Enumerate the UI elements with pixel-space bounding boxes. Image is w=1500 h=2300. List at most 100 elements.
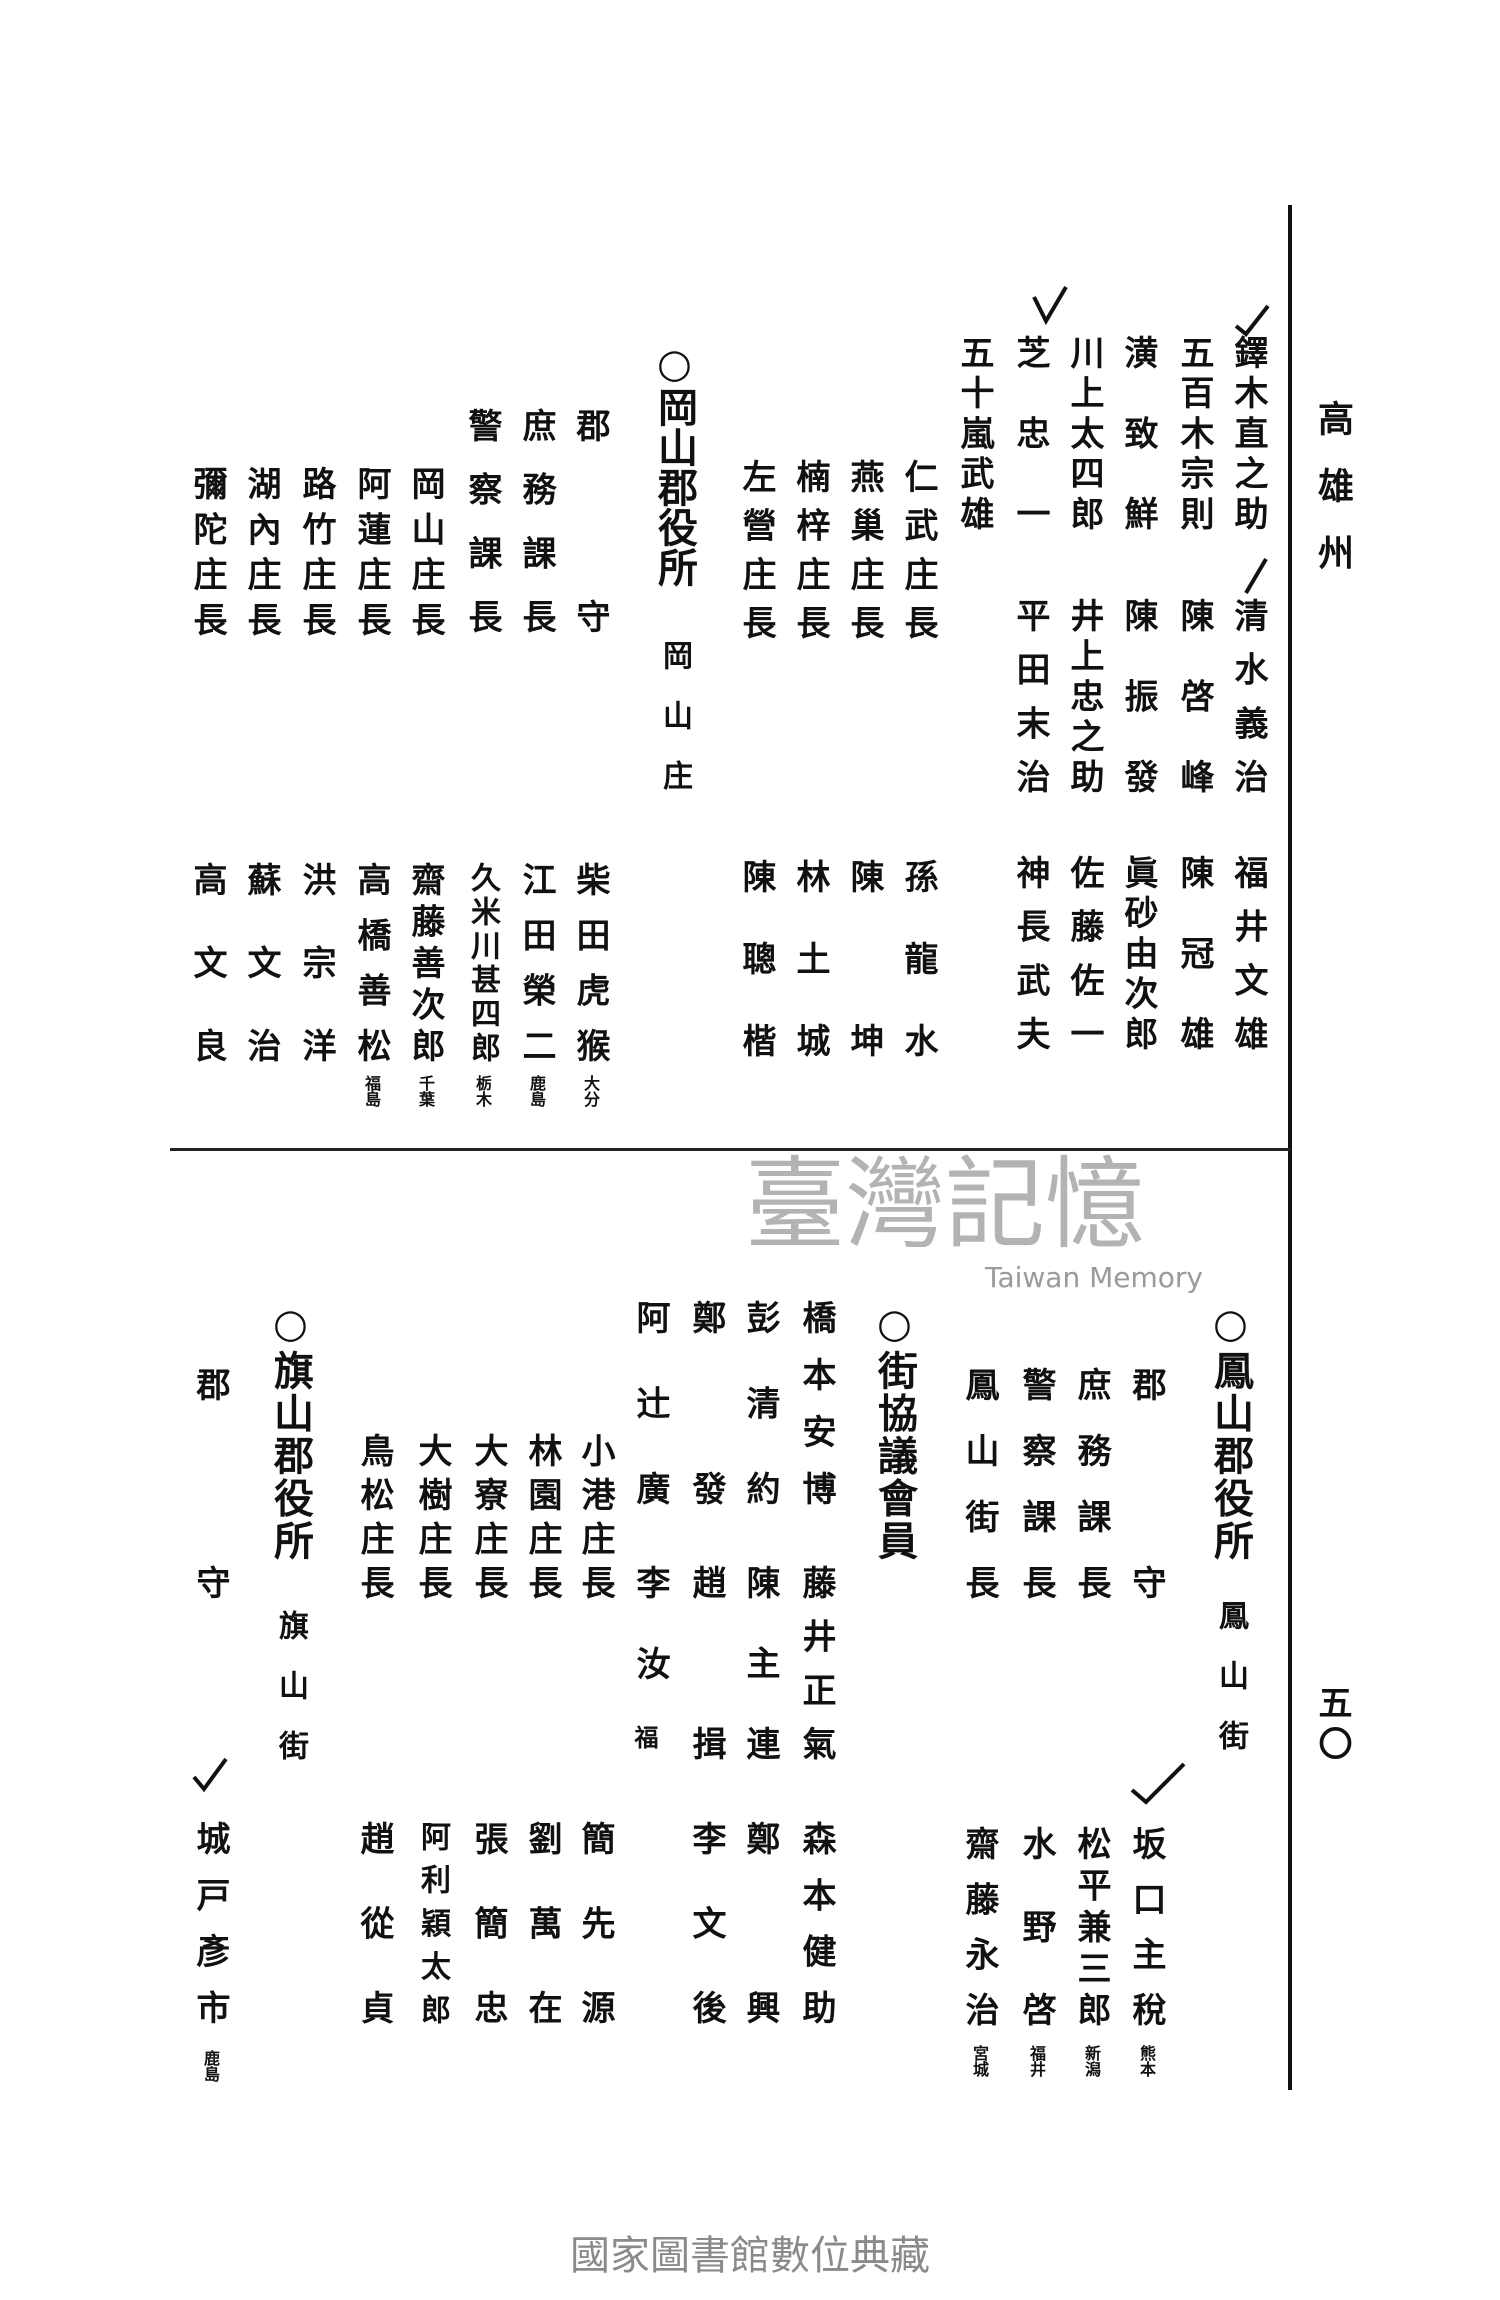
official-name: 簡先源: [575, 1821, 615, 2024]
member-name: 神長武夫: [1010, 855, 1050, 1050]
official-title: 庶務課長: [516, 408, 556, 633]
origin-note: 栃木: [473, 1075, 492, 1107]
official-title: 鳳山街長: [959, 1367, 999, 1599]
origin-note: 熊本: [1137, 2045, 1156, 2077]
official-title: 路竹庄長: [296, 466, 336, 636]
section-heading-hozan: ○鳳山郡役所: [1207, 1300, 1254, 1560]
official-title: 阿蓮庄長: [351, 466, 391, 636]
official-title: 庶務課長: [1071, 1367, 1111, 1599]
official-name: 齋藤善次郎: [405, 862, 445, 1062]
member-name: 佐藤佐一: [1064, 855, 1104, 1050]
origin-note: 宮城: [970, 2045, 989, 2077]
official-title: 郡守: [190, 1367, 230, 1599]
official-name: 高文良: [187, 862, 227, 1062]
member-name: 鐸木直之助: [1228, 335, 1268, 530]
checkmark-icon: [1234, 304, 1270, 337]
official-name: 松平兼三郎: [1071, 1826, 1111, 2026]
section-heading-council: ○街協議會員: [871, 1300, 918, 1560]
official-title: 大樹庄長: [412, 1433, 452, 1599]
official-name: 洪宗洋: [296, 862, 336, 1062]
member-name: 平田末治: [1010, 598, 1050, 793]
page-border-rule: [1288, 205, 1292, 2090]
member-name: 福井文雄: [1228, 855, 1268, 1050]
official-name: 久米川甚四郎: [465, 862, 500, 1062]
official-name: 城戸彥市: [190, 1821, 230, 2024]
official-name: 高橋善松: [351, 862, 391, 1062]
running-header: 高雄州: [1312, 400, 1354, 570]
official-title: 湖內庄長: [241, 466, 281, 636]
origin-note: 鹿島: [201, 2050, 220, 2082]
official-name: 柴田虎猴: [570, 862, 610, 1062]
council-member: 藤井正氣: [796, 1565, 836, 1760]
official-title: 警察課長: [462, 408, 502, 633]
official-title: 仁武庄長: [898, 459, 938, 639]
section-divider: [170, 1148, 1290, 1151]
origin-note: 福: [630, 1725, 659, 1749]
origin-note: 福島: [362, 1075, 381, 1107]
official-title: 郡守: [1126, 1367, 1166, 1599]
official-name: 齋藤永治: [959, 1826, 999, 2026]
official-title: 楠梓庄長: [790, 459, 830, 639]
watermark-text: Taiwan Memory: [985, 1261, 1203, 1294]
council-member: 鄭發: [686, 1300, 726, 1505]
official-name: 陳聰楷: [736, 859, 776, 1057]
official-title: 岡山庄長: [405, 466, 445, 636]
official-name: 蘇文治: [241, 862, 281, 1062]
office-location: 旗山街: [273, 1610, 308, 1760]
footer-credit: 國家圖書館數位典藏: [570, 2233, 930, 2279]
member-name: 陳冠雄: [1174, 855, 1214, 1050]
official-name: 張簡忠: [468, 1821, 508, 2024]
member-name: 五百木宗則: [1174, 335, 1214, 530]
council-member: 彭清約: [740, 1300, 780, 1505]
official-name: 林土城: [790, 859, 830, 1057]
council-member: 森本健助: [796, 1821, 836, 2024]
member-name: 井上忠之助: [1064, 598, 1104, 793]
official-name: 劉萬在: [522, 1821, 562, 2024]
member-name: 五十嵐武雄: [954, 335, 994, 530]
official-title: 鳥松庄長: [354, 1433, 394, 1599]
official-name: 阿利穎太郎: [415, 1821, 450, 2024]
official-name: 陳坤: [844, 859, 884, 1057]
office-location: 岡山庄: [657, 640, 692, 790]
official-title: 小港庄長: [575, 1433, 615, 1599]
official-title: 彌陀庄長: [187, 466, 227, 636]
official-name: 水野啓: [1016, 1826, 1056, 2026]
member-name: 陳振發: [1118, 598, 1158, 793]
member-name: 芝忠一: [1010, 335, 1050, 530]
official-name: 坂口主稅: [1126, 1826, 1166, 2026]
council-member: 阿辻廣: [630, 1300, 670, 1505]
member-name: 眞砂由次郎: [1118, 855, 1158, 1050]
official-title: 左營庄長: [736, 459, 776, 639]
council-member: 李文後: [686, 1821, 726, 2024]
council-member: 橋本安博: [796, 1300, 836, 1505]
council-member: 陳主連: [740, 1565, 780, 1760]
origin-note: 大分: [581, 1075, 600, 1107]
checkmark-icon: [192, 1757, 228, 1793]
official-title: 燕巢庄長: [844, 459, 884, 639]
office-location: 鳳山街: [1213, 1600, 1248, 1750]
section-heading-okayama: ○岡山郡役所: [651, 340, 698, 587]
checkmark-icon: [1130, 1762, 1186, 1805]
member-name: 陳啓峰: [1174, 598, 1214, 793]
watermark-logo: 臺灣記憶: [745, 1146, 1145, 1263]
council-member: 李汝: [630, 1565, 670, 1680]
official-name: 孫龍水: [898, 859, 938, 1057]
official-name: 趙從貞: [354, 1821, 394, 2024]
official-title: 郡守: [570, 408, 610, 633]
member-name: 潢致鮮: [1118, 335, 1158, 530]
member-name: 清水義治: [1228, 598, 1268, 793]
origin-note: 新潟: [1082, 2045, 1101, 2077]
section-heading-kizan: ○旗山郡役所: [267, 1300, 314, 1560]
origin-note: 福井: [1027, 2045, 1046, 2077]
official-title: 大寮庄長: [468, 1433, 508, 1599]
origin-note: 千葉: [416, 1075, 435, 1107]
origin-note: 鹿島: [527, 1075, 546, 1107]
checkmark-icon: [1032, 285, 1068, 325]
council-member: 鄭興: [740, 1821, 780, 2024]
checkmark-icon: [1244, 557, 1268, 595]
council-member: 趙揖: [686, 1565, 726, 1760]
page-number: 五〇: [1312, 1685, 1352, 1760]
member-name: 川上太四郎: [1064, 335, 1104, 530]
official-name: 江田榮二: [516, 862, 556, 1062]
official-title: 林園庄長: [522, 1433, 562, 1599]
